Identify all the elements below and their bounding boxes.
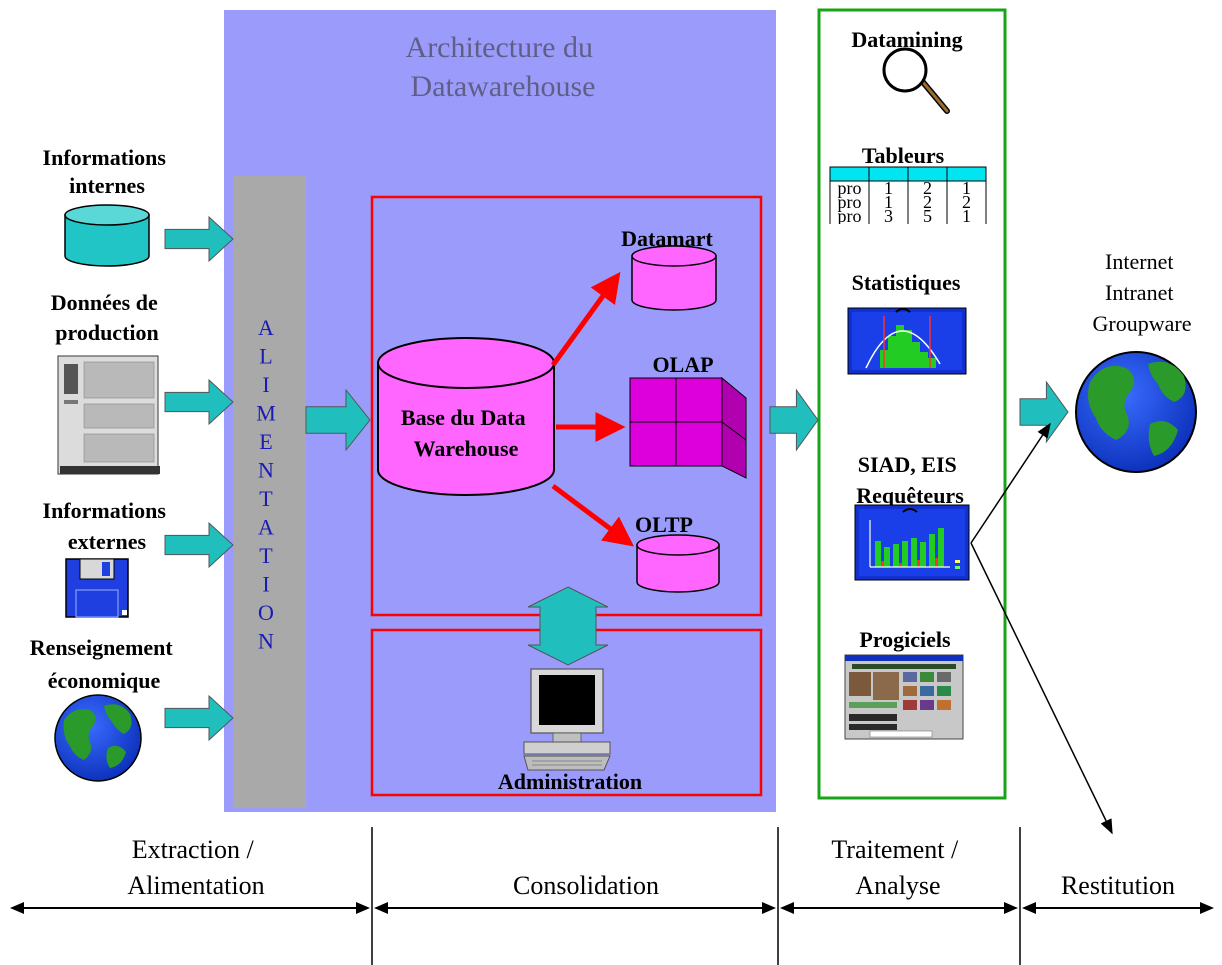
spreadsheet-cell: 1 <box>884 178 893 198</box>
globe-icon-large <box>1075 351 1197 473</box>
source-label-production: Données de production <box>51 290 163 345</box>
restitution-target-label: Internet Intranet Groupware <box>1093 249 1192 336</box>
spreadsheet-cell: 1 <box>962 178 971 198</box>
server-tower-icon <box>57 355 160 475</box>
alimentation-letter: I <box>262 572 269 597</box>
to-restitution-arrow <box>1019 380 1069 444</box>
alimentation-letter: M <box>256 401 276 426</box>
alimentation-bar <box>233 176 306 808</box>
phase-label-restitution: Restitution <box>1061 871 1175 900</box>
tool-label-progiciels: Progiciels <box>859 627 951 652</box>
spreadsheet-cell: 1 <box>962 206 971 226</box>
to-analysis-arrow <box>769 388 819 452</box>
alimentation-letter: N <box>258 458 274 483</box>
spreadsheet-cell: 5 <box>923 206 932 226</box>
spreadsheet-cell: 2 <box>923 192 932 212</box>
source-feed-arrow <box>164 521 234 569</box>
datamart-cylinder <box>631 245 717 311</box>
feed-to-warehouse-arrow <box>305 388 371 452</box>
oltp-label: OLTP <box>635 512 693 537</box>
alimentation-letter: A <box>258 315 274 340</box>
source-feed-arrow <box>164 215 234 263</box>
tool-label-tableurs: Tableurs <box>862 143 945 168</box>
source-feed-arrow <box>164 378 234 426</box>
data-warehouse-cylinder <box>377 337 555 496</box>
source-label-external: Informations externes <box>43 498 172 554</box>
spreadsheet-cell: 2 <box>962 192 971 212</box>
tool-label-statistiques: Statistiques <box>852 270 961 295</box>
software-window-icon <box>844 654 964 740</box>
admin-double-arrow <box>527 586 609 666</box>
histogram-icon <box>847 307 967 375</box>
database-cylinder-icon <box>64 204 150 267</box>
olap-cube-icon <box>629 376 747 479</box>
alimentation-letter: I <box>262 372 269 397</box>
spreadsheet-cell: pro <box>838 178 862 198</box>
source-feed-arrow <box>164 694 234 742</box>
globe-icon <box>54 694 142 782</box>
olap-label: OLAP <box>652 352 713 377</box>
source-label-internal: Informations internes <box>43 145 172 198</box>
spreadsheet-cell: 1 <box>884 192 893 212</box>
phase-label-extraction: Extraction / Alimentation <box>127 835 264 900</box>
floppy-disk-icon <box>65 558 129 618</box>
timeline-arrows <box>10 902 1214 914</box>
spreadsheet-cell: pro <box>838 192 862 212</box>
admin-computer-icon <box>523 668 611 771</box>
magnifier-icon <box>882 47 950 114</box>
administration-label: Administration <box>498 769 642 794</box>
spreadsheet-cell: 2 <box>923 178 932 198</box>
alimentation-letter: T <box>259 486 273 511</box>
alimentation-letter: E <box>259 429 272 454</box>
phase-label-traitement: Traitement / Analyse <box>831 835 964 900</box>
alimentation-letter: O <box>258 600 274 625</box>
diagram-title: Architecture du Datawarehouse <box>406 31 601 103</box>
alimentation-letter: N <box>258 629 274 654</box>
source-label-economic: Renseignement économique <box>30 635 178 693</box>
spreadsheet-cell: pro <box>838 206 862 226</box>
phase-timeline <box>371 827 1021 965</box>
phase-label-consolidation: Consolidation <box>513 871 659 900</box>
red-flow-arrows <box>550 271 635 547</box>
restitution-links <box>970 422 1113 835</box>
alimentation-letter: T <box>259 543 273 568</box>
alimentation-letter: A <box>258 515 274 540</box>
bar-chart-icon <box>854 504 970 581</box>
tool-label-siad: SIAD, EIS Requêteurs <box>856 452 964 508</box>
warehouse-label: Base du Data Warehouse <box>401 405 531 461</box>
oltp-cylinder <box>636 534 720 593</box>
spreadsheet-cell: 3 <box>884 206 893 226</box>
alimentation-letter: L <box>259 344 272 369</box>
